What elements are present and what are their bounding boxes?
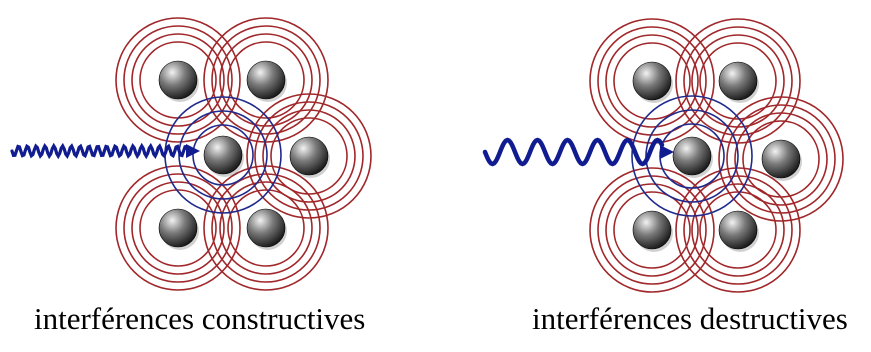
atom	[633, 62, 671, 100]
atom	[204, 136, 242, 174]
caption-destructive: interférences destructives	[532, 303, 848, 334]
atom	[673, 137, 711, 175]
arrow-head	[660, 145, 674, 159]
destructive-panel	[485, 19, 843, 292]
atom	[159, 209, 197, 247]
atom	[762, 140, 800, 178]
atom	[633, 211, 671, 249]
incident-wave	[12, 146, 188, 156]
constructive-panel	[12, 18, 371, 290]
atom	[247, 61, 285, 99]
atom	[247, 209, 285, 247]
caption-constructive: interférences constructives	[34, 303, 365, 334]
atom	[159, 61, 197, 99]
atom	[719, 211, 757, 249]
incident-wave	[485, 140, 662, 164]
atom	[719, 62, 757, 100]
atom	[290, 137, 328, 175]
